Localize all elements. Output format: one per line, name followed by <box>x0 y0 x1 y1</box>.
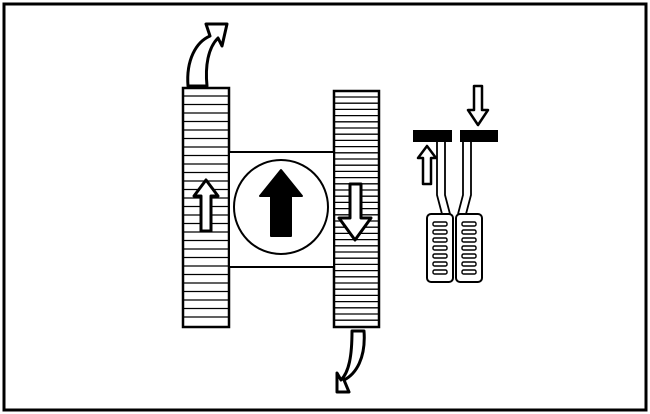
right-track-reverse-arrow-icon <box>337 182 373 242</box>
lever-base-slot <box>461 261 477 267</box>
lever-base-slot <box>432 229 448 235</box>
lever-base-slot <box>461 253 477 259</box>
bottom-curved-arrow-icon <box>335 329 366 394</box>
left-lever-forward-arrow-icon <box>416 144 438 186</box>
left-track-forward-arrow-icon <box>192 178 220 233</box>
left-lever-handle <box>413 130 452 142</box>
right-lever-base <box>455 213 483 283</box>
lever-base-slot <box>432 221 448 227</box>
lever-base-slot <box>432 261 448 267</box>
right-lever-rod <box>457 141 472 215</box>
left-lever-rod <box>436 141 451 215</box>
lever-base-slot <box>432 245 448 251</box>
lever-base-slot <box>461 245 477 251</box>
right-lever-back-arrow-icon <box>466 84 490 127</box>
lever-base-slot <box>432 237 448 243</box>
lever-base-slot <box>461 221 477 227</box>
lever-base-slot <box>432 253 448 259</box>
body-forward-arrow-icon <box>259 169 303 237</box>
right-lever-handle <box>460 130 498 142</box>
top-curved-arrow-icon <box>186 22 229 88</box>
control-levers <box>413 84 498 283</box>
left-lever-base <box>426 213 454 283</box>
lever-base-slot <box>461 269 477 275</box>
lever-base-slot <box>461 237 477 243</box>
lever-base-slot <box>461 229 477 235</box>
lever-base-slot <box>432 269 448 275</box>
